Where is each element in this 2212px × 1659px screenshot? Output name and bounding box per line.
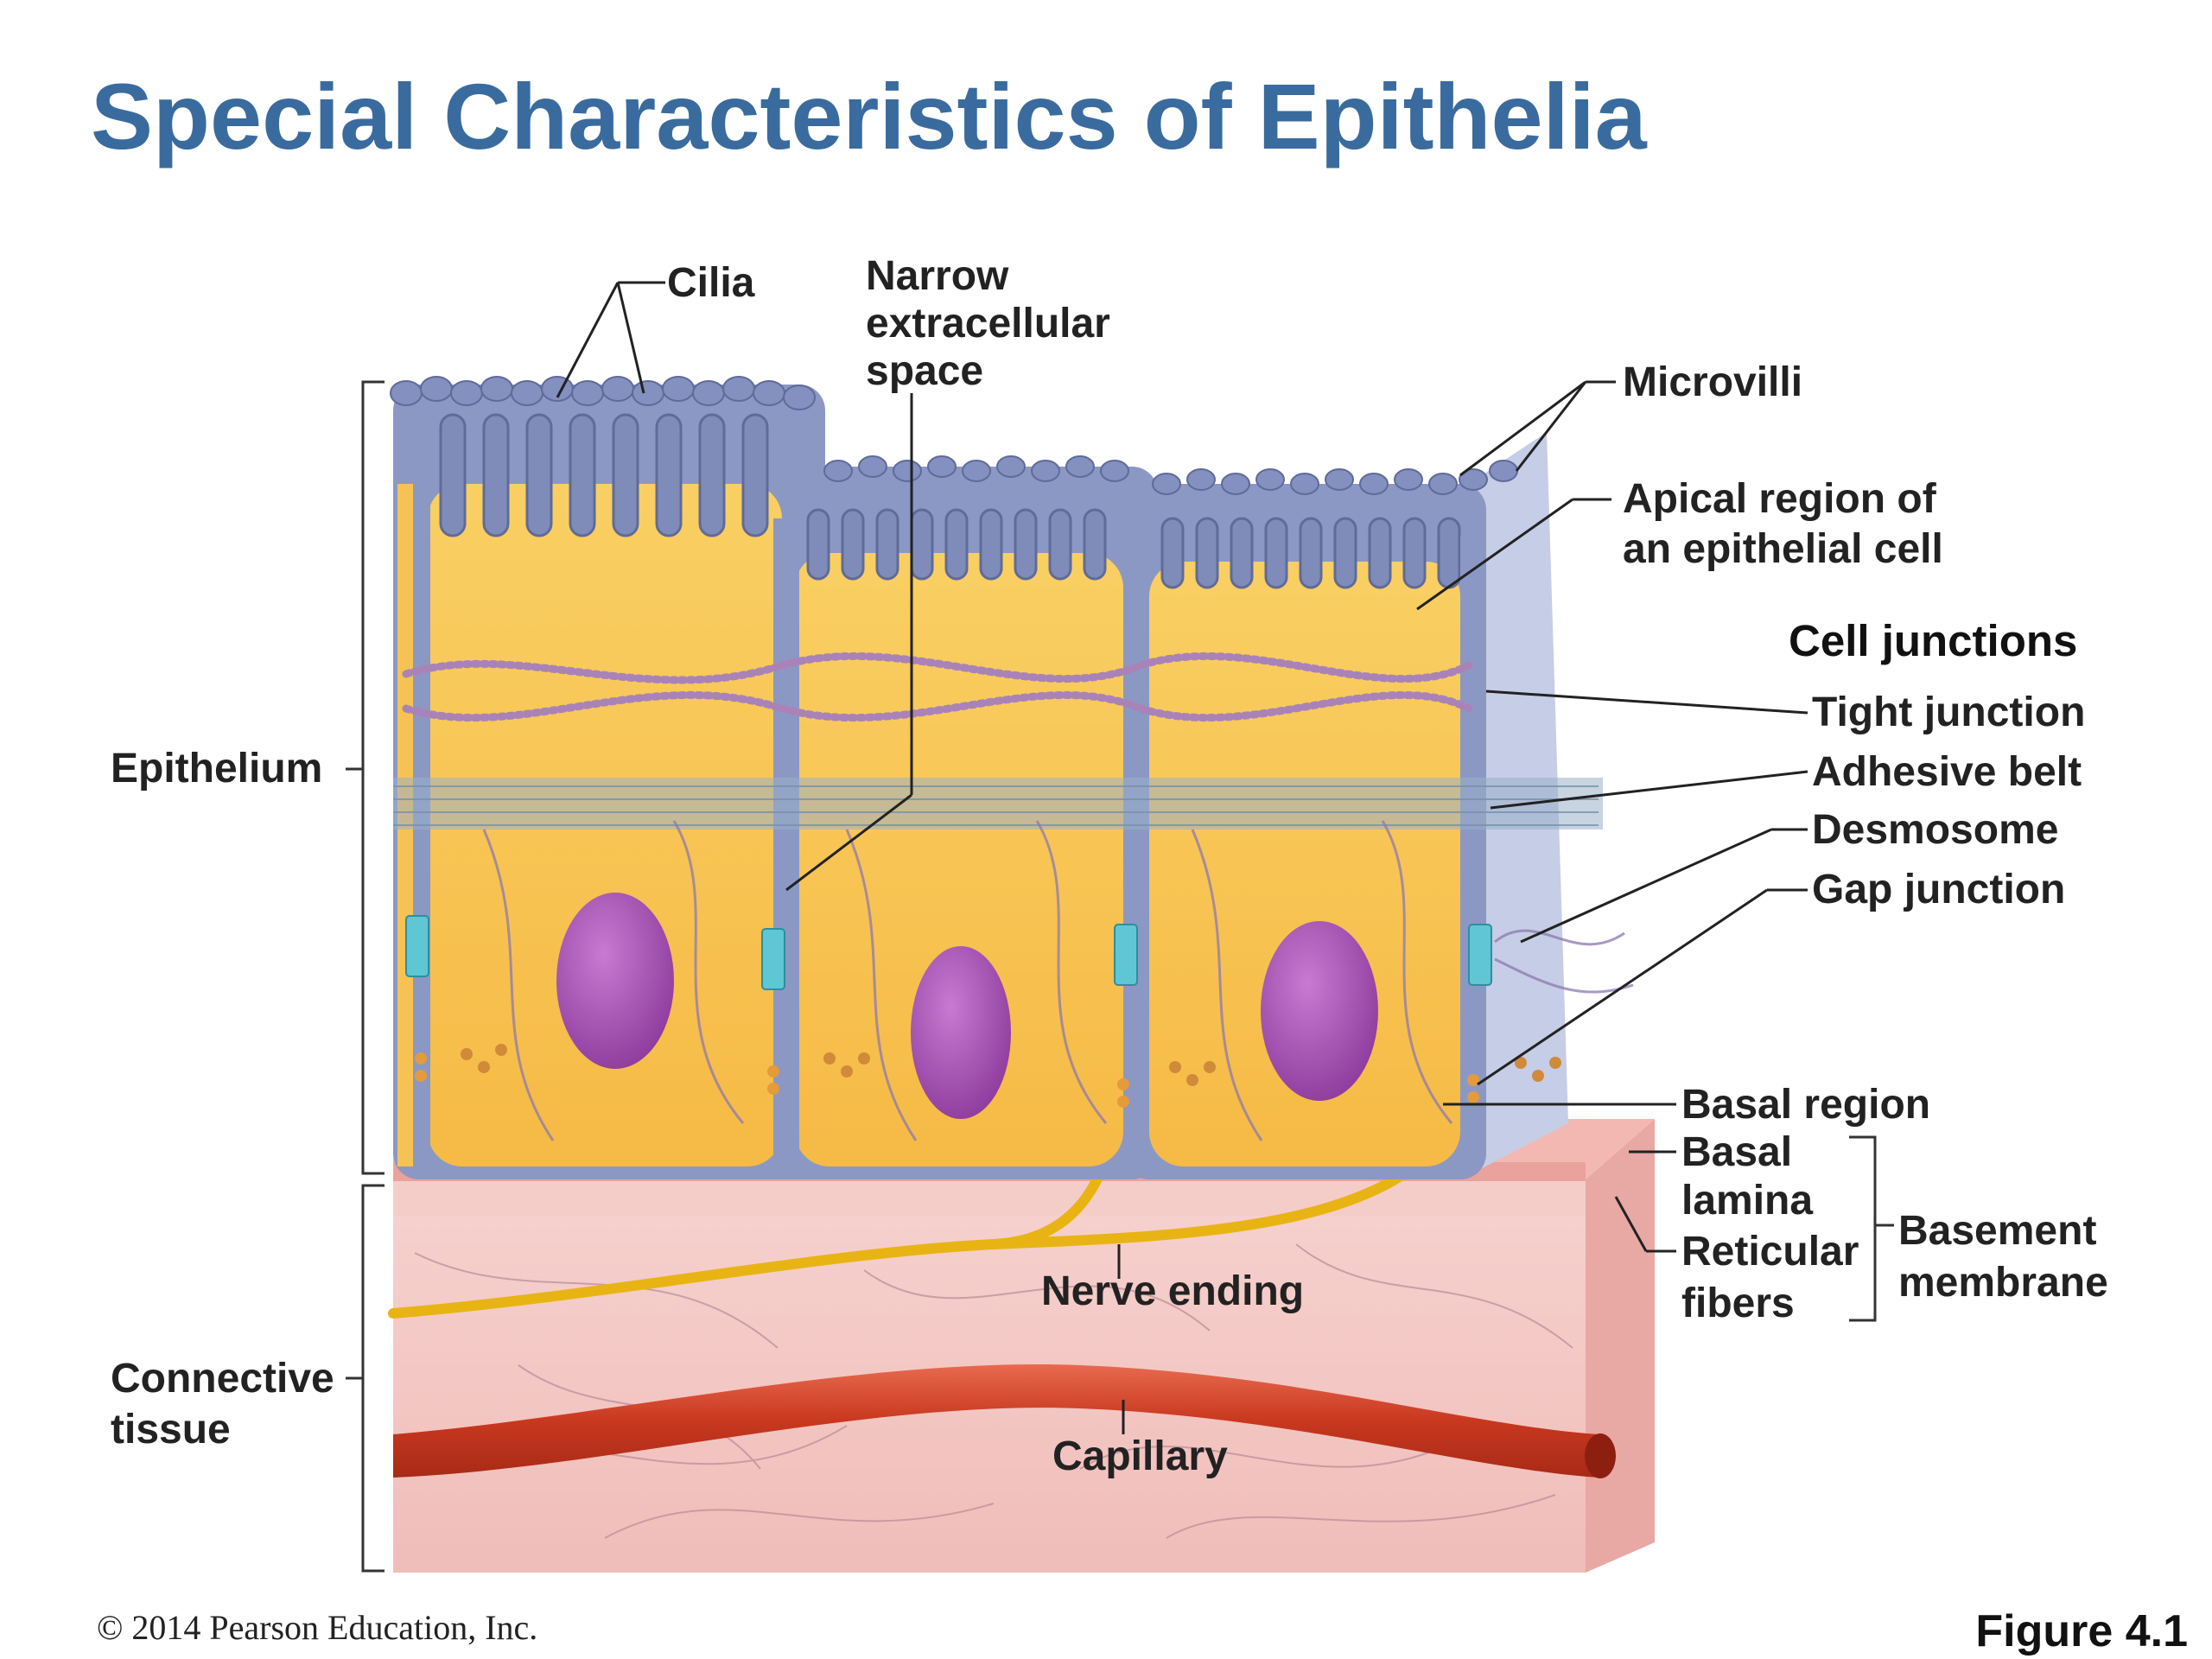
- label-epithelium: Epithelium: [111, 746, 323, 791]
- label-basement-membrane-2: membrane: [1898, 1260, 2108, 1306]
- label-narrow-space-2: extracellular: [866, 301, 1110, 346]
- connective-tissue-block: [393, 1119, 1655, 1573]
- copyright-notice: © 2014 Pearson Education, Inc.: [97, 1608, 538, 1647]
- label-reticular-fibers-2: fibers: [1681, 1281, 1795, 1326]
- label-capillary: Capillary: [1052, 1433, 1228, 1479]
- label-cilia: Cilia: [667, 260, 755, 306]
- label-adhesive-belt: Adhesive belt: [1812, 749, 2082, 795]
- capillary: [393, 1364, 1616, 1478]
- label-basal-lamina-2: lamina: [1681, 1178, 1814, 1224]
- label-reticular-fibers-1: Reticular: [1681, 1229, 1859, 1274]
- label-connective-tissue-1: Connective: [111, 1356, 334, 1402]
- epithelial-cells: [390, 376, 1634, 1179]
- label-narrow-space-1: Narrow: [866, 253, 1009, 299]
- label-basal-region: Basal region: [1681, 1082, 1931, 1128]
- label-desmosome: Desmosome: [1812, 807, 2059, 853]
- bracket-lines: [346, 380, 1894, 1573]
- label-tight-junction: Tight junction: [1812, 690, 2086, 735]
- label-narrow-space-3: space: [866, 348, 984, 394]
- label-connective-tissue-2: tissue: [111, 1407, 231, 1452]
- label-nerve-ending: Nerve ending: [1041, 1268, 1305, 1314]
- label-basal-lamina-1: Basal: [1681, 1129, 1793, 1175]
- label-basement-membrane-1: Basement: [1898, 1208, 2097, 1254]
- leader-lines: [556, 281, 1808, 1434]
- label-apical-region-1: Apical region of: [1623, 476, 1936, 522]
- label-apical-region-2: an epithelial cell: [1623, 526, 1943, 572]
- header-cell-junctions: Cell junctions: [1789, 616, 2078, 665]
- figure-number: Figure 4.1: [1975, 1606, 2188, 1656]
- label-gap-junction: Gap junction: [1812, 867, 2066, 912]
- page-title: Special Characteristics of Epithelia: [91, 64, 1647, 168]
- label-microvilli: Microvilli: [1623, 359, 1803, 405]
